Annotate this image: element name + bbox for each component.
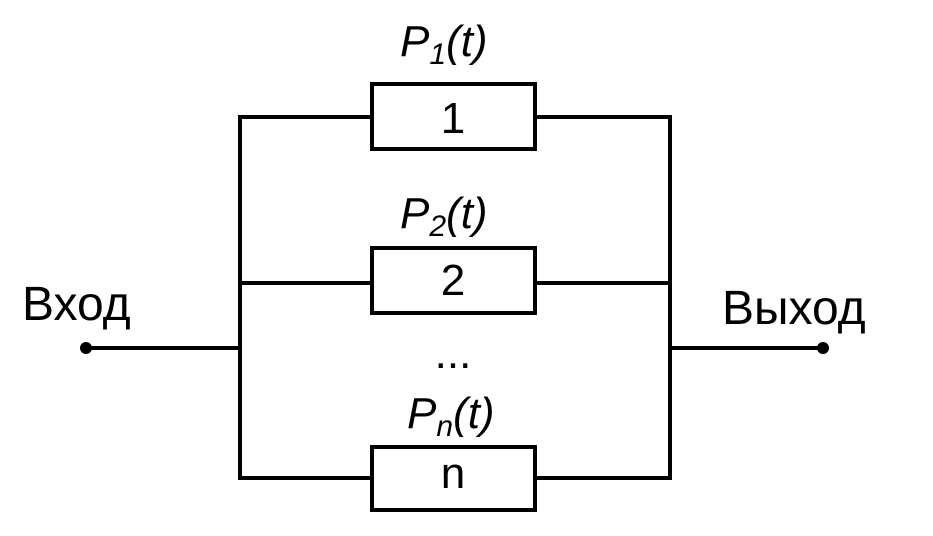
input-label: Вход <box>22 278 131 331</box>
branch-2: P2(t) 2 <box>238 189 672 315</box>
branch-2-probability: P2(t) <box>400 189 488 243</box>
branch-n-probability: Pn(t) <box>407 389 495 443</box>
branch-2-block <box>370 246 537 315</box>
branch-n-block-label: n <box>441 449 465 498</box>
branch-n-block <box>370 445 537 512</box>
branch-2-block-label: 2 <box>441 256 465 305</box>
branch-1: P1(t) 1 <box>238 17 672 151</box>
branch-1-block <box>370 82 537 151</box>
ellipsis: ... <box>435 329 472 378</box>
branch-1-probability: P1(t) <box>400 17 488 71</box>
branch-n: Pn(t) n <box>238 389 672 512</box>
output-label: Выход <box>722 282 866 335</box>
branch-1-block-label: 1 <box>441 94 465 143</box>
